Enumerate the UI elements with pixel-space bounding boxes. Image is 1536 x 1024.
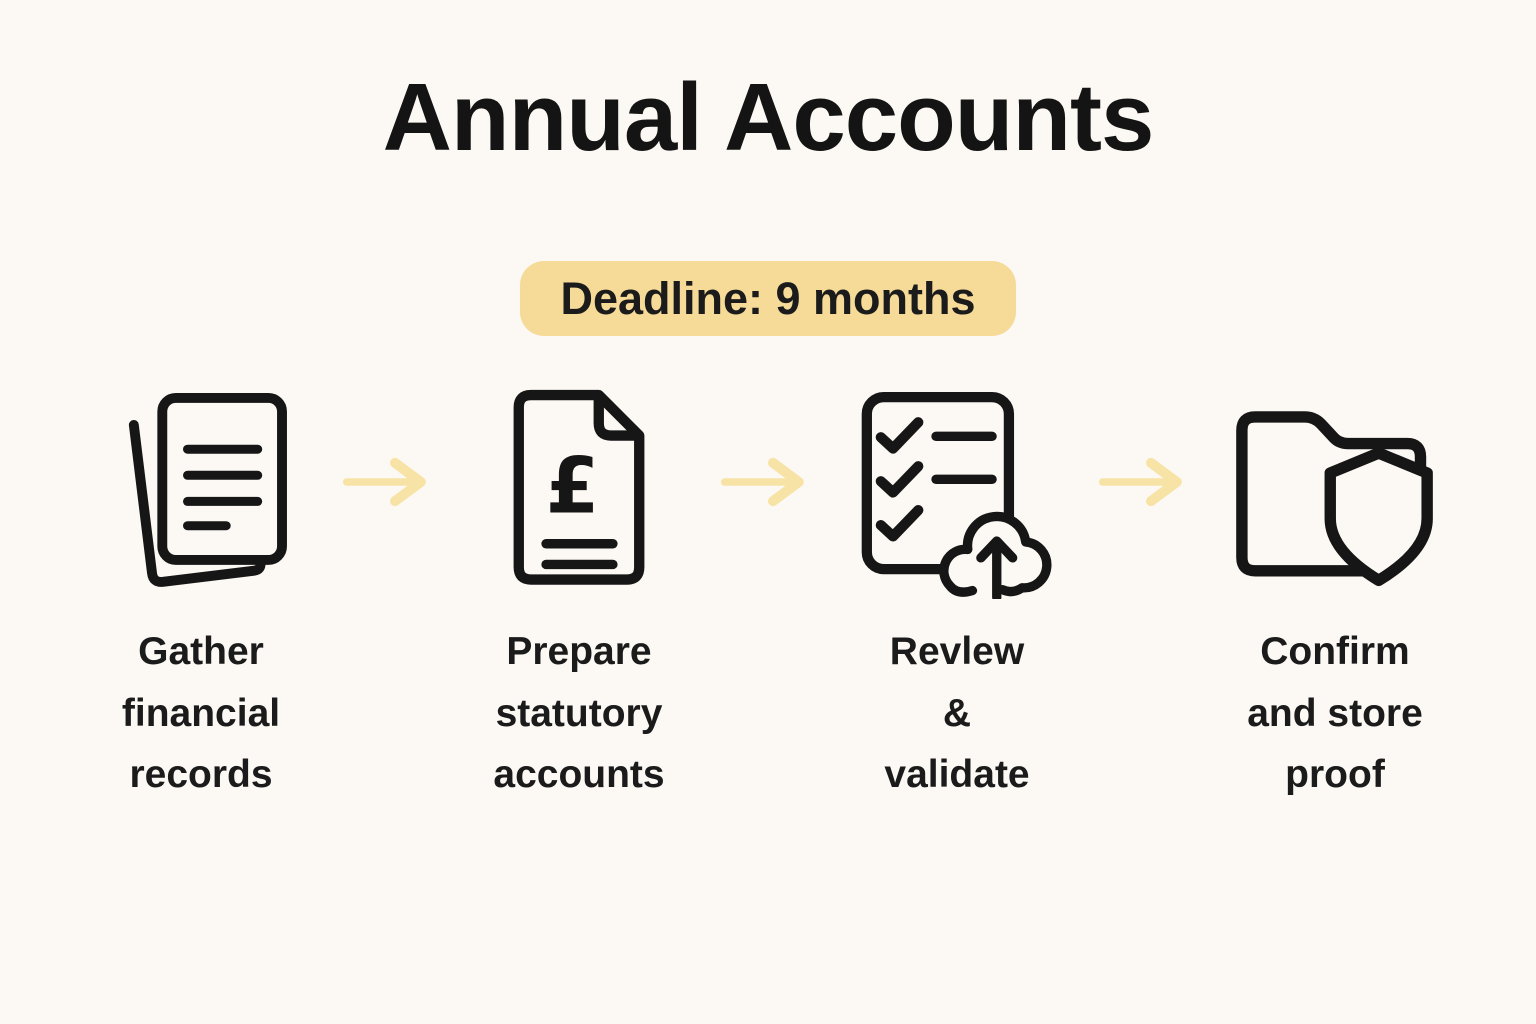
step-label: Prepare statutory accounts (493, 630, 665, 796)
page-title: Annual Accounts (382, 64, 1155, 171)
step-label: Revlew & validate (884, 630, 1030, 796)
step-review-validate: Revlew & validate (818, 374, 1096, 805)
step-gather-records: Gather financial records (62, 374, 340, 805)
connector-cell (1096, 450, 1196, 514)
step-store-proof: Confirm and store proof (1196, 374, 1474, 805)
step-icon-box (1221, 374, 1449, 609)
step-icon-box: £ (499, 374, 659, 609)
arrow-right-icon (720, 458, 804, 507)
arrow-right-icon (1098, 458, 1182, 507)
process-steps: Gather financial records £ Prepare statu… (0, 374, 1536, 805)
stacked-documents-icon (128, 393, 287, 588)
step-label: Gather financial records (121, 630, 281, 796)
folder-shield-icon (1236, 411, 1433, 586)
step-icon-box (850, 374, 1065, 609)
pound-glyph: £ (546, 442, 600, 532)
checklist-upload-icon (861, 392, 1052, 600)
step-label: Confirm and store proof (1247, 630, 1423, 796)
connector-cell (340, 450, 440, 514)
deadline-badge: Deadline: 9 months (520, 260, 1016, 337)
step-icon-box (111, 374, 291, 609)
connector-cell (718, 450, 818, 514)
pound-document-icon: £ (513, 389, 645, 585)
infographic-annual-accounts: Annual Accounts Deadline: 9 months Gathe… (0, 64, 1536, 1024)
deadline-badge-row: Deadline: 9 months (0, 260, 1536, 337)
arrow-right-icon (342, 458, 426, 507)
step-prepare-accounts: £ Prepare statutory accounts (440, 374, 718, 805)
